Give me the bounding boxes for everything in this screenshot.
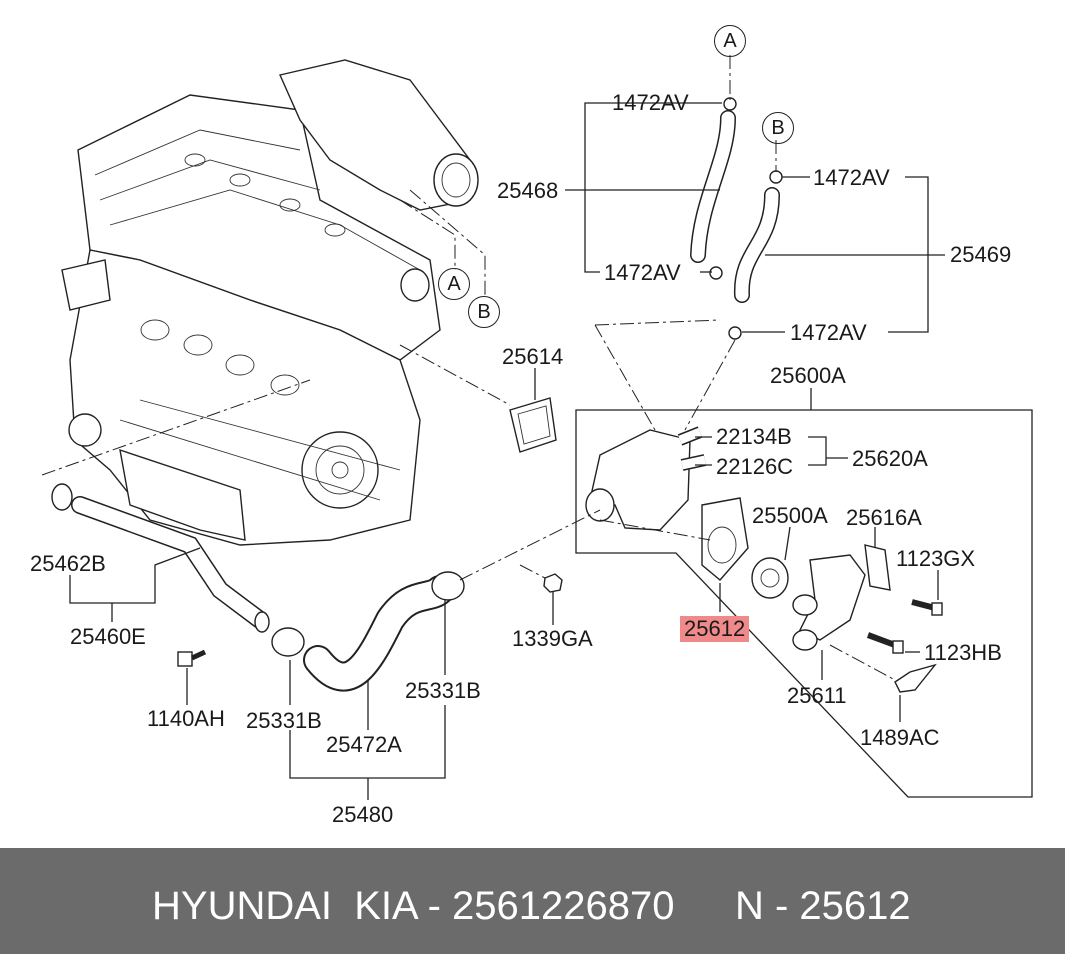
label-25469: 25469 — [950, 242, 1012, 267]
label-25611: 25611 — [787, 683, 847, 708]
radiator-hose-illustration — [271, 571, 563, 692]
callout-b-top: B — [762, 112, 794, 144]
alignment-lines — [41, 55, 896, 681]
engine-block-illustration — [61, 59, 479, 546]
label-1339ga: 1339GA — [512, 626, 593, 651]
label-25480: 25480 — [332, 802, 394, 827]
callout-b-engine: B — [468, 296, 500, 328]
label-25331b-left: 25331B — [246, 708, 322, 733]
footer-part-number: N - 25612 — [735, 884, 911, 928]
label-22134b: 22134B — [716, 424, 792, 449]
label-25500a: 25500A — [752, 503, 828, 528]
label-1140ah: 1140AH — [147, 706, 225, 731]
label-25616a: 25616A — [846, 505, 922, 530]
label-1472av-bottom: 1472AV — [790, 320, 867, 345]
leader-lines — [69, 102, 1033, 800]
label-25460e: 25460E — [70, 624, 146, 649]
label-22126c: 22126C — [716, 454, 794, 479]
heater-hoses — [690, 97, 783, 340]
callout-a-top: A — [714, 25, 746, 57]
label-25614: 25614 — [502, 344, 564, 369]
thermostat-housing-illustration — [585, 426, 943, 693]
label-25468: 25468 — [497, 178, 559, 203]
label-25331b-right: 25331B — [405, 678, 481, 703]
footer-brand-oem-number: HYUNDAI KIA - 2561226870 — [152, 884, 675, 928]
callout-a-engine: A — [438, 268, 470, 300]
label-1123gx: 1123GX — [896, 546, 976, 571]
part-info-footer: HYUNDAI KIA - 2561226870 N - 25612 — [0, 848, 1065, 954]
label-25620a: 25620A — [852, 446, 928, 471]
label-25612-highlighted: 25612 — [680, 616, 750, 642]
label-1472av-top: 1472AV — [612, 90, 689, 115]
label-25472a: 25472A — [326, 732, 402, 757]
label-25600a: 25600A — [770, 363, 846, 388]
label-1472av-left: 1472AV — [604, 260, 681, 285]
gasket-25614-shape — [509, 397, 557, 453]
water-pipe-illustration — [51, 483, 270, 667]
label-1472av-right: 1472AV — [813, 165, 890, 190]
label-1489ac: 1489AC — [860, 725, 940, 750]
label-1123hb: 1123HB — [924, 640, 1002, 665]
exploded-parts-diagram — [41, 55, 1033, 800]
label-25462b: 25462B — [30, 551, 106, 576]
